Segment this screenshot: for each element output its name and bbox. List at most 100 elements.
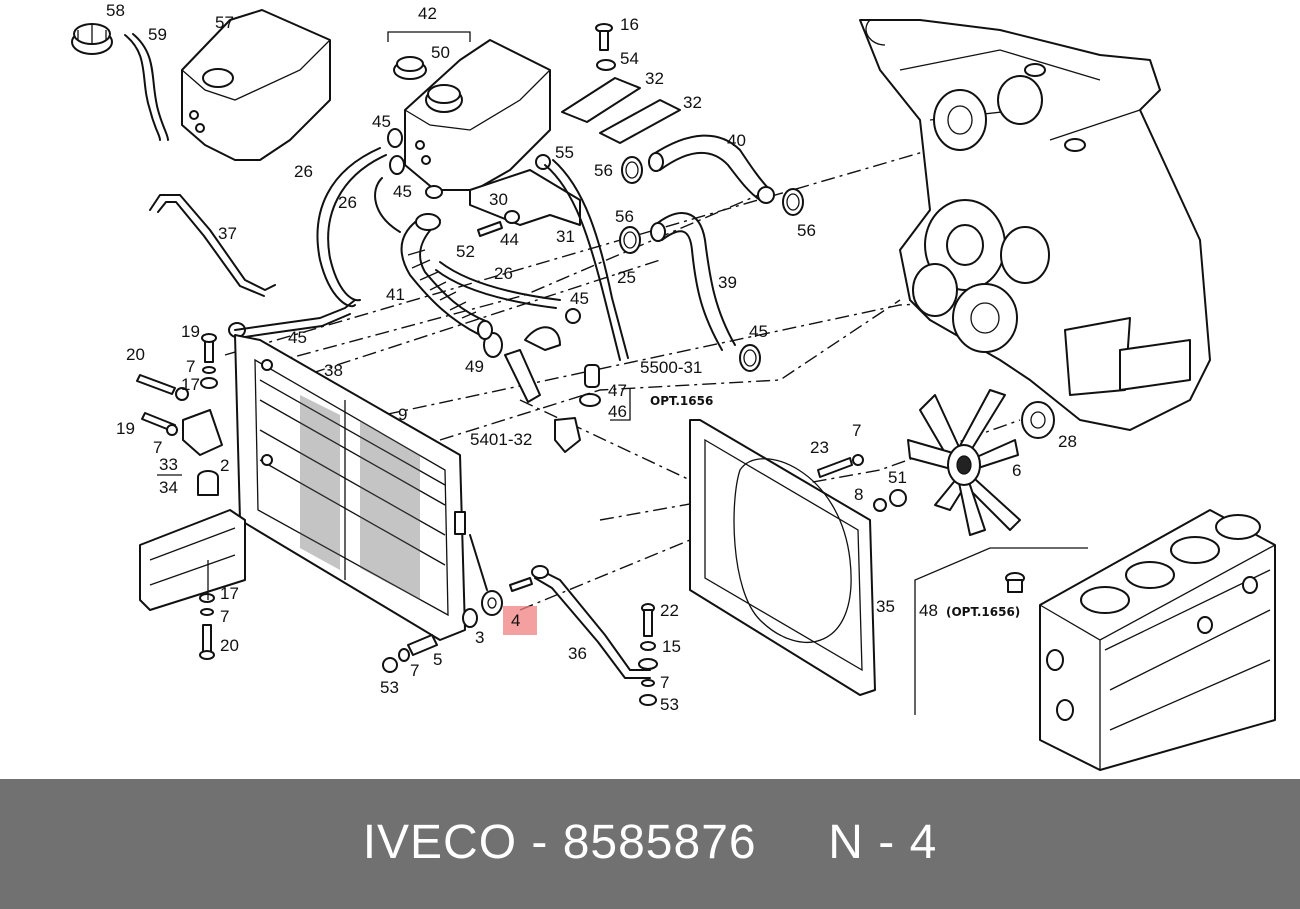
- brand-name: IVECO: [362, 816, 518, 869]
- callout: 34: [159, 478, 178, 497]
- callout: 19: [116, 419, 135, 438]
- pipe-25: [544, 164, 621, 361]
- hose-39: [654, 212, 736, 346]
- expansion-tank-42: [387, 31, 551, 191]
- callout: 53: [380, 678, 399, 697]
- callout: 6: [1012, 461, 1021, 480]
- callout: 49: [465, 357, 484, 376]
- callout: 7: [852, 421, 861, 440]
- pad-32b: [599, 99, 681, 144]
- title-gap: [757, 816, 829, 869]
- callout: 44: [500, 230, 519, 249]
- callout: 19: [181, 322, 200, 341]
- mount-bracket: [139, 409, 246, 611]
- callout: 54: [620, 49, 639, 68]
- callout: 7: [410, 661, 419, 680]
- callout: 7: [153, 438, 162, 457]
- callout: 56: [594, 161, 613, 180]
- fitting-47-46: [504, 326, 631, 453]
- parts-diagram: 58 59 57 42 50 16 54 32 32 40 56 56 56 5…: [71, 1, 1276, 771]
- callout: 7: [186, 357, 195, 376]
- expansion-tank-57: [181, 9, 331, 161]
- cylinder-block: [1039, 509, 1276, 771]
- pin-5: [407, 634, 438, 656]
- callout: 31: [556, 227, 575, 246]
- callout: 5500-31: [640, 358, 702, 377]
- bracket-30-31: [469, 169, 581, 226]
- washer-54: [596, 59, 616, 71]
- inset-divider: [914, 547, 1088, 715]
- pad-32a: [561, 77, 641, 123]
- washer-3: [462, 608, 478, 628]
- callout: 56: [615, 207, 634, 226]
- callout: 45: [288, 328, 307, 347]
- callout: 5: [433, 650, 442, 669]
- callout: 51: [888, 468, 907, 487]
- hose-59: [124, 34, 161, 141]
- footer-bar: [0, 779, 1300, 909]
- callout: 16: [620, 15, 639, 34]
- callout: 7: [220, 607, 229, 626]
- pipe-37: [149, 194, 276, 291]
- callout: 9: [398, 405, 407, 424]
- callout: 58: [106, 1, 125, 20]
- callout: 45: [393, 182, 412, 201]
- callout: 20: [220, 636, 239, 655]
- part-number: 8585876: [562, 816, 757, 869]
- highlight-box: [503, 606, 537, 635]
- hose-41: [400, 213, 493, 340]
- opt-label-48: (OPT.1656): [946, 605, 1020, 619]
- callout: 2: [220, 456, 229, 475]
- callout: 20: [126, 345, 145, 364]
- callout: 17: [181, 375, 200, 394]
- footer-title: IVECO - 8585876 N - 4: [0, 815, 1300, 870]
- callout: 8: [854, 485, 863, 504]
- callout: 15: [662, 637, 681, 656]
- washer-51: [889, 489, 907, 507]
- pipe-38: [234, 299, 356, 331]
- hose-26c: [439, 261, 561, 301]
- callout: 17: [220, 584, 239, 603]
- filler-cap-50: [393, 56, 427, 80]
- callout: 53: [660, 695, 679, 714]
- clamps: [228, 128, 804, 372]
- callout: 39: [718, 273, 737, 292]
- highlight-callout-4: 4: [511, 611, 520, 630]
- callout: 3: [475, 628, 484, 647]
- fan-6: [907, 389, 1021, 536]
- callout: 45: [570, 289, 589, 308]
- callout: 32: [645, 69, 664, 88]
- callout: 50: [431, 43, 450, 62]
- callout: 5401-32: [470, 430, 532, 449]
- callout: 37: [218, 224, 237, 243]
- rubber-mount-4: [481, 577, 537, 635]
- bolt-stack-left: [136, 333, 218, 660]
- hose-40: [651, 134, 771, 191]
- callout: 42: [418, 4, 437, 23]
- callout: 28: [1058, 432, 1077, 451]
- bolt-23: [817, 457, 853, 478]
- nut-8: [873, 498, 887, 512]
- callout: 38: [324, 361, 343, 380]
- nut-53-left: [382, 657, 398, 673]
- bolt-stack-right: [638, 603, 658, 706]
- callout: 55: [555, 143, 574, 162]
- title-separator: -: [517, 816, 563, 869]
- fan-shroud-35: [689, 419, 876, 696]
- callout: 41: [386, 285, 405, 304]
- callout: 7: [660, 673, 669, 692]
- hose-26b: [374, 177, 401, 233]
- callout: 36: [568, 644, 587, 663]
- opt-label: OPT.1656: [650, 394, 713, 408]
- washer-7-bottom: [398, 648, 410, 662]
- callout: 57: [215, 13, 234, 32]
- callout: 40: [727, 131, 746, 150]
- bolt-16: [595, 23, 613, 51]
- callout: 33: [159, 455, 178, 474]
- callout: 35: [876, 597, 895, 616]
- callout: 25: [617, 268, 636, 287]
- callout: 45: [749, 322, 768, 341]
- hose-26a: [316, 147, 381, 308]
- callout: 30: [489, 190, 508, 209]
- callout: 48: [919, 601, 938, 620]
